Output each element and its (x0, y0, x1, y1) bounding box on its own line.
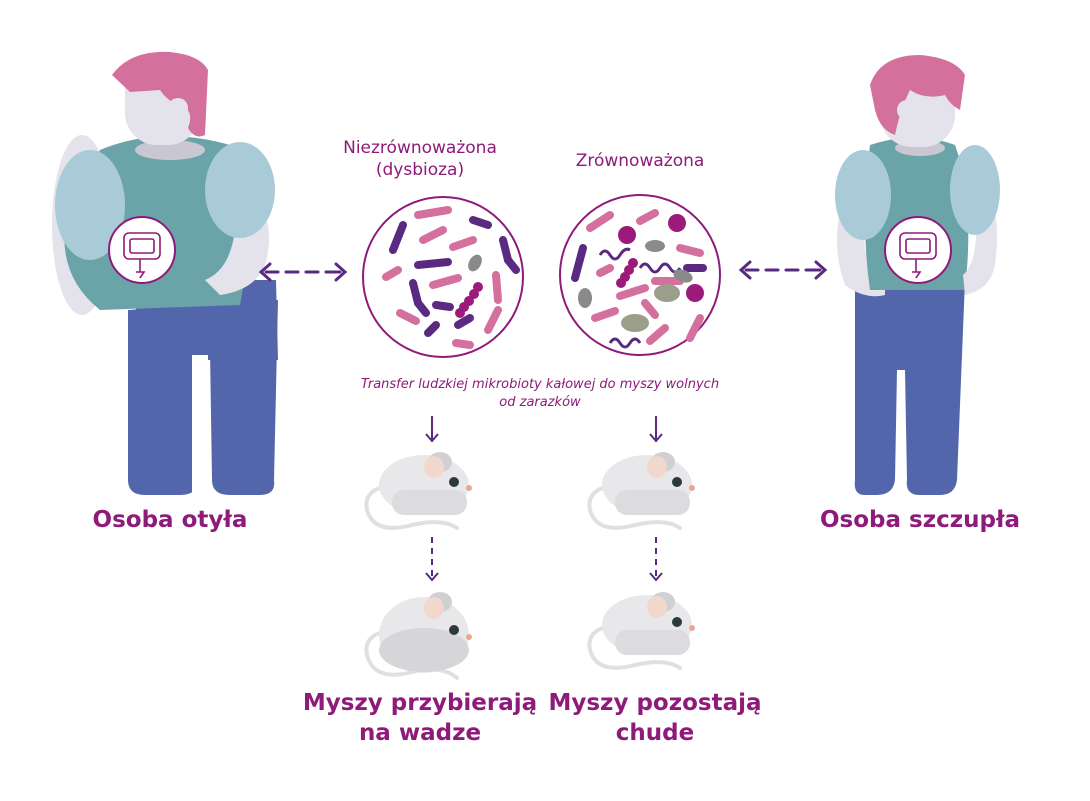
outcome-lean-label: Myszy pozostają chude (540, 688, 770, 748)
transfer-caption: Transfer ludzkiej mikrobioty kałowej do … (320, 376, 760, 412)
transfer-caption-line2: od zarazków (499, 395, 581, 410)
outcome-gain-line1: Myszy przybierają (302, 690, 538, 716)
arrow-down-solid-right (649, 416, 663, 443)
mouse-icon-fat (364, 592, 472, 680)
outcome-lean-line1: Myszy pozostają (548, 690, 762, 716)
double-arrow-left (258, 262, 348, 282)
transfer-caption-line1: Transfer ludzkiej mikrobioty kałowej do … (360, 377, 720, 392)
lean-person-label: Osoba szczupła (819, 507, 1021, 533)
obese-person-label: Osoba otyła (92, 507, 248, 533)
mouse-icon-top-left (364, 452, 472, 530)
imbalanced-microbiota-label: Niezrównoważona (dysbioza) (330, 137, 510, 181)
imbalanced-label-line2: (dysbioza) (375, 160, 465, 180)
double-arrow-right (738, 260, 828, 280)
balanced-microbiota-label: Zrównoważona (575, 151, 705, 171)
outcome-gain-line2: na wadze (358, 720, 482, 746)
intestine-icon (123, 232, 161, 279)
obese-person-figure (52, 51, 278, 495)
outcome-gain-label: Myszy przybierają na wadze (290, 688, 550, 748)
mouse-icon-top-right (587, 452, 695, 530)
arrow-down-dashed-left (425, 537, 439, 582)
outcome-lean-line2: chude (615, 720, 695, 746)
arrow-down-solid-left (425, 416, 439, 443)
mouse-icon-lean (587, 592, 695, 670)
lean-person-figure (835, 55, 1000, 495)
arrow-down-dashed-right (649, 537, 663, 582)
imbalanced-microbiota-circle (362, 196, 524, 358)
balanced-microbiota-circle (559, 194, 721, 356)
imbalanced-label-line1: Niezrównoważona (343, 138, 497, 158)
